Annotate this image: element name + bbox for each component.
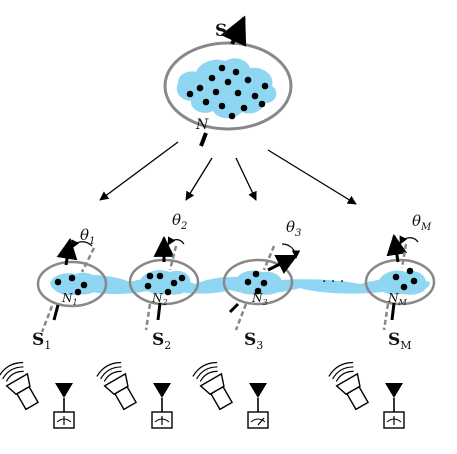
- laser-source-icon: [96, 361, 138, 411]
- part-1-theta: θ1: [80, 226, 95, 247]
- top-atoms: [186, 64, 269, 120]
- part-1-rotation-arrow: [71, 239, 93, 249]
- detector-pair-1: [0, 361, 75, 429]
- part-2-spin-label: S2: [152, 330, 171, 352]
- part-2-spin-tail: [156, 302, 162, 321]
- part-m-gas: [377, 270, 427, 295]
- laser-source-icon: [192, 361, 234, 411]
- part-3-axis-bottom: [234, 303, 248, 331]
- part-2-atom-label: N2: [151, 291, 168, 307]
- part-2: θ2 N2 S2: [128, 211, 200, 352]
- split-arrow-4: [267, 149, 357, 205]
- top-spin-arrow: [220, 15, 247, 47]
- detector-pair-3: [192, 361, 269, 429]
- part-1-ellipse: [36, 260, 108, 308]
- split-arrow-2: [185, 157, 213, 201]
- split-arrow-3: [235, 157, 257, 201]
- part-m-theta: θM: [412, 212, 432, 233]
- part-1-spin-tail: [52, 304, 60, 321]
- part-m-axis-bottom: [382, 303, 390, 331]
- part-3-spin-arrow: [267, 254, 298, 274]
- part-m: θM NM SM: [364, 212, 436, 352]
- part-m-spin-arrow: [386, 233, 408, 263]
- part-m-spin-tail: [390, 302, 396, 321]
- meter-detector-icon: [247, 383, 269, 429]
- part-1-gas: [50, 272, 99, 296]
- part-3-theta: θ3: [286, 218, 301, 239]
- part-2-rotation-arrow: [167, 236, 185, 246]
- part-1-atom-label: N1: [61, 291, 78, 307]
- part-1: θ1 N1 S1: [32, 226, 108, 352]
- part-1-axis-top: [80, 247, 96, 273]
- part-m-axis-top: [400, 243, 408, 269]
- part-m-spin-label: SM: [388, 330, 412, 352]
- laser-source-icon: [328, 361, 370, 411]
- meter-detector-icon: [383, 383, 405, 429]
- part-3-rotation-arrow: [281, 243, 301, 259]
- part-2-theta: θ2: [172, 211, 187, 232]
- part-1-spin-label: S1: [32, 330, 51, 352]
- detector-pair-4: [328, 361, 405, 429]
- top-cloud: S N: [163, 15, 293, 147]
- part-1-spin-arrow: [56, 237, 78, 266]
- meter-detector-icon: [151, 383, 173, 429]
- part-3-spin-tail: [228, 302, 240, 314]
- split-arrow-1: [99, 141, 179, 201]
- part-m-ellipse: [364, 258, 436, 306]
- part-m-rotation-arrow: [399, 235, 419, 245]
- ellipsis: · · ·: [322, 274, 344, 290]
- part-3: θ3 N3 S3: [222, 218, 301, 352]
- top-spin-tail: [199, 132, 208, 147]
- split-arrows: [99, 141, 357, 205]
- part-3-atom-label: N3: [251, 291, 268, 307]
- part-3-ellipse: [222, 258, 294, 306]
- top-gas-cloud: [176, 58, 277, 119]
- part-m-atom-label: NM: [387, 291, 408, 307]
- part-2-axis-top: [168, 245, 178, 271]
- part-1-axis-bottom: [40, 305, 54, 333]
- part-3-gas: [233, 270, 283, 295]
- top-atom-label: N: [195, 117, 209, 133]
- meter-detector-icon: [53, 383, 75, 429]
- part-3-spin-label: S3: [244, 330, 263, 352]
- part-3-axis-top: [262, 245, 276, 271]
- part-2-axis-bottom: [144, 303, 152, 331]
- detector-row: [0, 361, 405, 429]
- detector-pair-2: [96, 361, 173, 429]
- top-spin-label: S: [215, 21, 227, 41]
- laser-source-icon: [0, 361, 40, 411]
